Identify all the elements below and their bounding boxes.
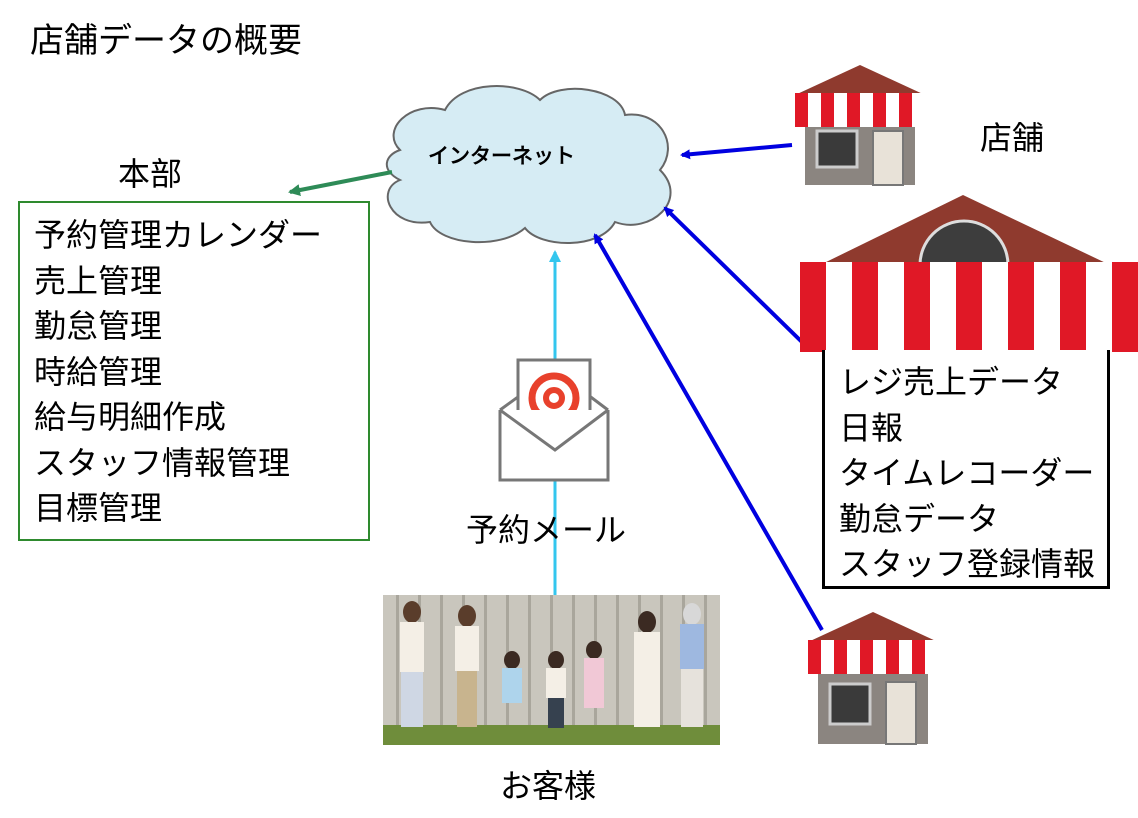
- hq-functions-box: 予約管理カレンダー 売上管理 勤怠管理 時給管理 給与明細作成 スタッフ情報管理…: [18, 201, 370, 541]
- list-item: 日報: [839, 408, 904, 447]
- list-item: 売上管理: [34, 261, 163, 300]
- store-main-icon: [800, 195, 1138, 352]
- customers-label: お客様: [500, 767, 597, 805]
- list-item: スタッフ登録情報: [839, 545, 1096, 583]
- hq-arrow: [288, 170, 393, 196]
- mail-label: 予約メール: [466, 511, 627, 549]
- list-item: 給与明細作成: [34, 398, 227, 436]
- list-item: 目標管理: [34, 489, 163, 527]
- list-item: レジ売上データ: [839, 363, 1064, 401]
- list-item: 勤怠データ: [839, 499, 1000, 538]
- mail-icon: [498, 358, 610, 482]
- store-bottom-arrow: [593, 233, 824, 631]
- hq-label: 本部: [118, 155, 183, 193]
- list-item: スタッフ情報管理: [34, 443, 291, 482]
- store-top-icon: [795, 65, 925, 186]
- list-item: タイムレコーダー: [839, 454, 1095, 492]
- list-item: 時給管理: [34, 352, 163, 391]
- store-top-arrow: [680, 143, 793, 160]
- hq-functions-list: 予約管理カレンダー 売上管理 勤怠管理 時給管理 給与明細作成 スタッフ情報管理…: [20, 203, 368, 532]
- internet-cloud: [385, 85, 672, 244]
- list-item: 勤怠管理: [34, 307, 163, 345]
- internet-label: インターネット: [428, 144, 575, 168]
- store-bottom-icon: [808, 612, 938, 745]
- store-data-list: レジ売上データ 日報 タイムレコーダー 勤怠データ スタッフ登録情報: [825, 350, 1107, 588]
- page-title: 店舗データの概要: [30, 21, 302, 61]
- store-main-arrow: [663, 206, 807, 347]
- store-label: 店舗: [980, 119, 1045, 157]
- list-item: 予約管理カレンダー: [34, 216, 323, 254]
- store-data-box: レジ売上データ 日報 タイムレコーダー 勤怠データ スタッフ登録情報: [822, 350, 1110, 589]
- customers-photo: [383, 595, 720, 745]
